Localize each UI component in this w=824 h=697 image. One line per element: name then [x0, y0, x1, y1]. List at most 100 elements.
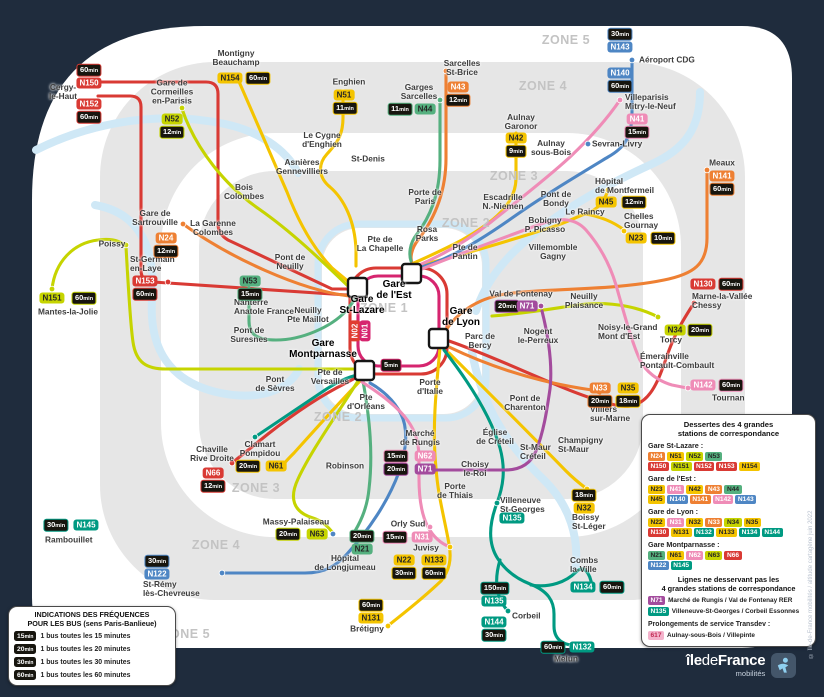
station-label: Aulnay sous-Bois: [530, 138, 572, 157]
legend-group-name: Gare de Lyon :: [648, 507, 699, 517]
frequency-badge: 60min: [718, 378, 744, 392]
line-badge: N62: [686, 550, 704, 560]
frequency-badge: 5min: [380, 358, 402, 372]
frequency-badge: 60min: [71, 291, 97, 305]
station-label: Torcy: [660, 334, 682, 345]
zone-band-ring: [161, 133, 681, 537]
station-label: Marché de Rungis: [399, 428, 441, 447]
frequency-badge: 15min: [382, 530, 408, 544]
station-label: Brétigny: [350, 623, 384, 634]
station-label: Boissy St-Léger: [572, 512, 606, 531]
frequency-badge: 20min: [383, 462, 409, 476]
station-label: St-Rémy lès-Chevreuse: [143, 579, 200, 598]
frequency-badge: 60min: [421, 566, 447, 580]
station-label: Villeparisis Mitry-le-Neuf: [625, 92, 676, 111]
terminal-station-label: Gare Montparnasse: [289, 338, 357, 360]
line-badge: N71: [648, 595, 666, 605]
station-label: Meaux: [709, 157, 735, 168]
line-badge: N132: [693, 528, 715, 538]
line-badge: N01: [359, 320, 371, 342]
station-dot: [179, 220, 187, 228]
station-label: Hôpital de Montfermeil: [595, 176, 655, 195]
line-badge: N41: [626, 113, 648, 125]
frequency-badge: 60min: [599, 580, 625, 594]
frequency-badge: 18min: [571, 488, 597, 502]
station-dot: [329, 530, 337, 538]
station-label: Asnières Gennevilliers: [275, 157, 329, 176]
line-badge: N145: [73, 519, 99, 531]
line-badge: N154: [217, 72, 243, 84]
frequency-legend: INDICATIONS DES FRÉQUENCES POUR LES BUS …: [8, 606, 176, 687]
frequency-badge: 30min: [43, 518, 69, 532]
zone-label: ZONE 4: [518, 79, 568, 93]
station-label: Clamart Pompidou: [239, 439, 281, 458]
legend-group-name: Gare St-Lazare :: [648, 441, 704, 451]
line-badge: N140: [667, 495, 688, 505]
line-badge: N143: [735, 495, 757, 505]
station-label: Bois Colombes: [223, 182, 265, 201]
station-label: Neuilly Pte Maillot: [287, 305, 329, 324]
frequency-badge: 30min: [144, 554, 170, 568]
station-label: Pont de Suresnes: [230, 325, 268, 344]
station-label: Robinson: [325, 460, 365, 471]
line-badge: N23: [648, 484, 666, 494]
line-badge: N34: [724, 517, 742, 527]
station-label: Poissy: [98, 238, 126, 249]
frequency-badge: 30min: [14, 657, 37, 668]
frequency-badge: 60min: [76, 110, 102, 124]
station-dot: [426, 523, 434, 531]
line-badge: N134: [570, 581, 596, 593]
station-dot: [654, 313, 662, 321]
frequency-badge: 11min: [332, 101, 358, 115]
station-label: Nanterre Anatole France: [234, 297, 294, 316]
station-label: Villemomble Gagny: [528, 242, 578, 261]
line-badge: N151: [670, 462, 692, 472]
line-badge: N62: [414, 450, 436, 462]
station-label: Aéroport CDG: [639, 54, 695, 65]
station-label: Gare de Cormeilles en-Parisis: [150, 77, 194, 106]
frequency-description: 1 bus toutes les 30 minutes: [40, 658, 131, 666]
line-badge: N32: [686, 517, 704, 527]
zone-label: ZONE 2: [441, 216, 491, 230]
line-badge: N21: [648, 550, 666, 560]
station-dot: [584, 140, 592, 148]
mobilites-person-icon: [771, 653, 797, 678]
station-label: Bobigny P. Picasso: [524, 215, 566, 234]
line-badge: N154: [739, 462, 760, 472]
frequency-badge: 20min: [235, 459, 261, 473]
station-label: Noisy-le-Grand Mont d'Est: [598, 322, 658, 341]
line-badge: N133: [716, 528, 738, 538]
station-label: Melun: [554, 653, 578, 664]
line-badge: N134: [739, 528, 760, 538]
line-badge: N22: [648, 517, 666, 527]
legend-entry-text: Aulnay-sous-Bois / Villepinte: [667, 631, 755, 639]
line-badge: N52: [161, 113, 183, 125]
line-badge: N61: [265, 460, 287, 472]
station-label: La Garenne Colombes: [190, 218, 236, 237]
frequency-badge: 30min: [481, 628, 507, 642]
station-dot: [442, 67, 450, 75]
logo-subtitle: mobilités: [735, 669, 766, 678]
frequency-badge: 12min: [153, 244, 179, 258]
line-badge: N66: [724, 550, 742, 560]
line-badge: N142: [690, 379, 716, 391]
frequency-badge: 20min: [587, 394, 613, 408]
station-label: Sarcelles St-Brice: [443, 58, 481, 77]
station-dot: [178, 104, 186, 112]
line-badge: N131: [670, 528, 692, 538]
station-label: Garges Sarcelles: [400, 82, 438, 101]
connections-legend-title: Dessertes des 4 grandes stations de corr…: [677, 420, 780, 439]
station-dot: [384, 622, 392, 630]
station-dot: [537, 302, 545, 310]
frequency-badge: 60min: [245, 71, 271, 85]
station-label: Cergy- le-Haut: [48, 82, 78, 101]
line-badge: N35: [617, 382, 639, 394]
frequency-badge: 12min: [200, 479, 226, 493]
legend-entry-text: Villeneuve-St-Georges / Corbeil Essonnes: [671, 608, 800, 616]
line-badge: N71: [516, 300, 538, 312]
